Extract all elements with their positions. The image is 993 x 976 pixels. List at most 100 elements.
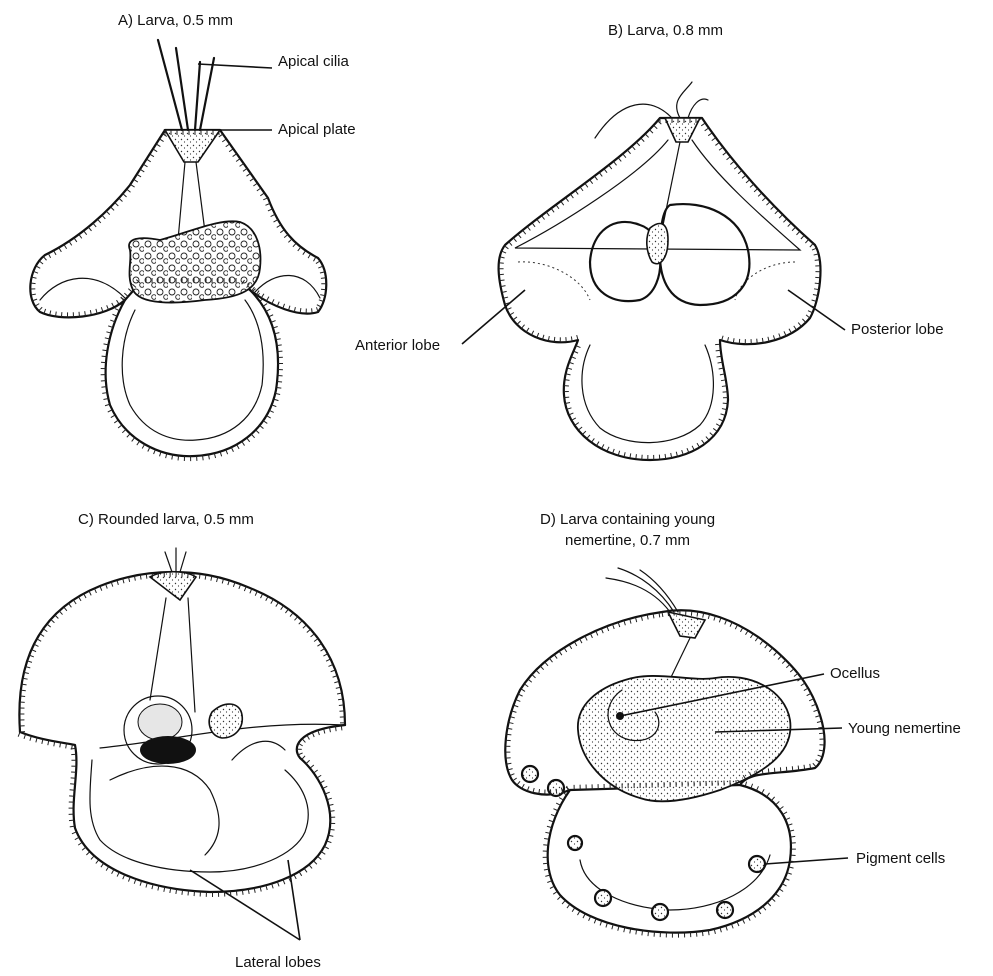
panel-a-hood-cilium bbox=[243, 168, 247, 171]
panel-d-hood-cilium bbox=[559, 651, 562, 655]
panel-b-outer-body-cilium bbox=[641, 138, 644, 142]
panel-a-hood-cilium bbox=[146, 159, 150, 162]
panel-b-anterior-lobe-dashes bbox=[518, 262, 590, 300]
panel-c-dome-cilium bbox=[73, 600, 76, 604]
panel-c-dome-cilium bbox=[317, 643, 321, 646]
panel-d-hood-cilium bbox=[768, 768, 769, 773]
panel-d-hood-cilium bbox=[778, 656, 781, 660]
panel-c-outer-body-cilium bbox=[30, 736, 31, 741]
panel-b-outer-body-cilium bbox=[580, 187, 583, 191]
panel-a-hood-cilium bbox=[107, 305, 109, 310]
panel-d-hood-cilium bbox=[528, 679, 532, 682]
panel-a-hood-cilium bbox=[229, 149, 233, 152]
panel-c-outer-body-cilium bbox=[299, 872, 302, 876]
panel-d-hood-cilium bbox=[804, 688, 808, 691]
panel-c-dome-cilium bbox=[276, 602, 279, 606]
panel-a-hood-cilium bbox=[35, 304, 39, 307]
panel-a-hood-cilium bbox=[48, 253, 50, 257]
panel-c-outer-body-cilium bbox=[236, 891, 237, 896]
panel-b-outer-body-cilium bbox=[783, 219, 787, 223]
panel-b-outer-body-cilium bbox=[815, 283, 820, 284]
panel-c-outer-body-cilium bbox=[91, 856, 94, 860]
panel-b-outer-body-cilium bbox=[723, 152, 727, 155]
panel-c-outer-body-cilium bbox=[314, 770, 318, 773]
panel-b-outer-body bbox=[499, 118, 821, 460]
panel-b-outer-body-cilium bbox=[792, 227, 795, 231]
panel-a-hood-cilium bbox=[153, 149, 157, 152]
panel-d-hood-cilium bbox=[691, 611, 692, 616]
panel-d-hood-cilium bbox=[540, 666, 543, 670]
panel-a-hood-cilium bbox=[123, 194, 127, 197]
panel-d-label-young-nemertine: Young nemertine bbox=[848, 720, 961, 737]
panel-d-pigment-cell-5 bbox=[652, 904, 668, 920]
panel-c-outer-body-cilium bbox=[36, 738, 37, 743]
panel-c-outer-body-cilium bbox=[106, 866, 109, 870]
panel-c-outer-body-cilium bbox=[298, 753, 303, 755]
panel-c-dome-cilium bbox=[40, 634, 44, 637]
panel-b-outer-body-cilium bbox=[504, 246, 508, 249]
panel-d-pigment-cell-4 bbox=[595, 890, 611, 906]
panel-d-young-nemertine bbox=[578, 676, 791, 801]
panel-b-outer-body-cilium bbox=[509, 242, 512, 246]
panel-a-hood-cilium bbox=[253, 183, 257, 186]
panel-d-lower-body-cilium bbox=[562, 900, 565, 904]
panel-a: A) Larva, 0.5 mm Apical cilia bbox=[30, 12, 355, 456]
panel-c-outer-body-cilium bbox=[302, 739, 305, 743]
panel-b-outer-body-cilium bbox=[566, 198, 569, 202]
panel-a-hood-cilium bbox=[64, 244, 67, 248]
panel-b-outer-body-cilium bbox=[775, 210, 779, 214]
panel-c-dome-cilium bbox=[290, 613, 293, 617]
panel-a-hood-cilium bbox=[150, 154, 154, 157]
panel-a-hood-cilium bbox=[128, 289, 132, 292]
panel-d-hood-cilium bbox=[549, 658, 552, 662]
panel-d-hood-cilium bbox=[517, 781, 520, 785]
panel-a-lower-body-cilium bbox=[276, 387, 281, 388]
panel-b-outer-body-cilium bbox=[551, 208, 554, 212]
panel-a-title: A) Larva, 0.5 mm bbox=[118, 12, 233, 29]
panel-d-hood-cilium bbox=[801, 683, 805, 686]
panel-b-outer-body-cilium bbox=[607, 447, 609, 452]
panel-b-outer-body-cilium bbox=[806, 315, 810, 318]
panel-a-hood-cilium bbox=[288, 239, 292, 242]
panel-b-outer-body-cilium bbox=[513, 317, 517, 320]
panel-c: C) Rounded larva, 0.5 mm Lateral lobes bbox=[19, 511, 345, 971]
panel-c-outer-body-cilium bbox=[82, 847, 86, 850]
panel-a-cilia-3 bbox=[195, 62, 200, 130]
panel-a-hood-cilium bbox=[115, 203, 119, 206]
panel-d-lower-body-cilium bbox=[771, 797, 774, 801]
panel-b-outer-body-cilium bbox=[734, 166, 738, 169]
panel-c-dome-cilium bbox=[55, 615, 59, 619]
panel-b-outer-body-cilium bbox=[649, 130, 653, 133]
panel-b-larva-body bbox=[499, 82, 821, 460]
panel-a-apical-plate bbox=[165, 130, 220, 162]
panel-c-outer-body-cilium bbox=[182, 890, 183, 895]
panel-a-hood-cilium bbox=[102, 215, 105, 219]
panel-c-cilia-1 bbox=[165, 552, 172, 572]
panel-d-hood-cilium bbox=[813, 763, 816, 767]
panel-b-outer-body-cilium bbox=[609, 165, 612, 169]
panel-c-outer-body-cilium bbox=[101, 863, 104, 867]
panel-b-outer-body-cilium bbox=[716, 350, 721, 351]
panel-b-outer-body-cilium bbox=[716, 424, 720, 427]
panel-c-outer-body-cilium bbox=[324, 846, 328, 848]
panel-b-outer-body-cilium bbox=[719, 147, 723, 150]
panel-a-label-apical-plate: Apical plate bbox=[278, 121, 356, 138]
panel-c-outer-body-cilium bbox=[317, 856, 321, 859]
panel-c-dome-cilium bbox=[281, 606, 284, 610]
panel-d-hood-cilium bbox=[532, 675, 536, 678]
panel-a-hood-cilium bbox=[54, 251, 56, 255]
panel-d-hood-cilium bbox=[804, 765, 805, 770]
panel-d-pigment-cell-6 bbox=[717, 902, 733, 918]
panel-b-outer-body-cilium bbox=[527, 227, 530, 231]
panel-a-hood-cilium bbox=[233, 154, 237, 157]
panel-b-outer-body-cilium bbox=[727, 157, 731, 160]
panel-a-hood-cilium bbox=[31, 283, 36, 284]
panel-a-hood-cilium bbox=[277, 225, 281, 228]
panel-b-outer-body-cilium bbox=[532, 223, 535, 227]
panel-d-lower-body-cilium bbox=[553, 891, 557, 894]
panel-b-gut-right bbox=[660, 204, 749, 305]
panel-a-hood-cilium bbox=[321, 278, 326, 279]
panel-b-leader-posterior-lobe bbox=[788, 290, 845, 330]
panel-a-hood-cilium bbox=[240, 163, 244, 166]
panel-a-cilia-4 bbox=[200, 58, 214, 130]
